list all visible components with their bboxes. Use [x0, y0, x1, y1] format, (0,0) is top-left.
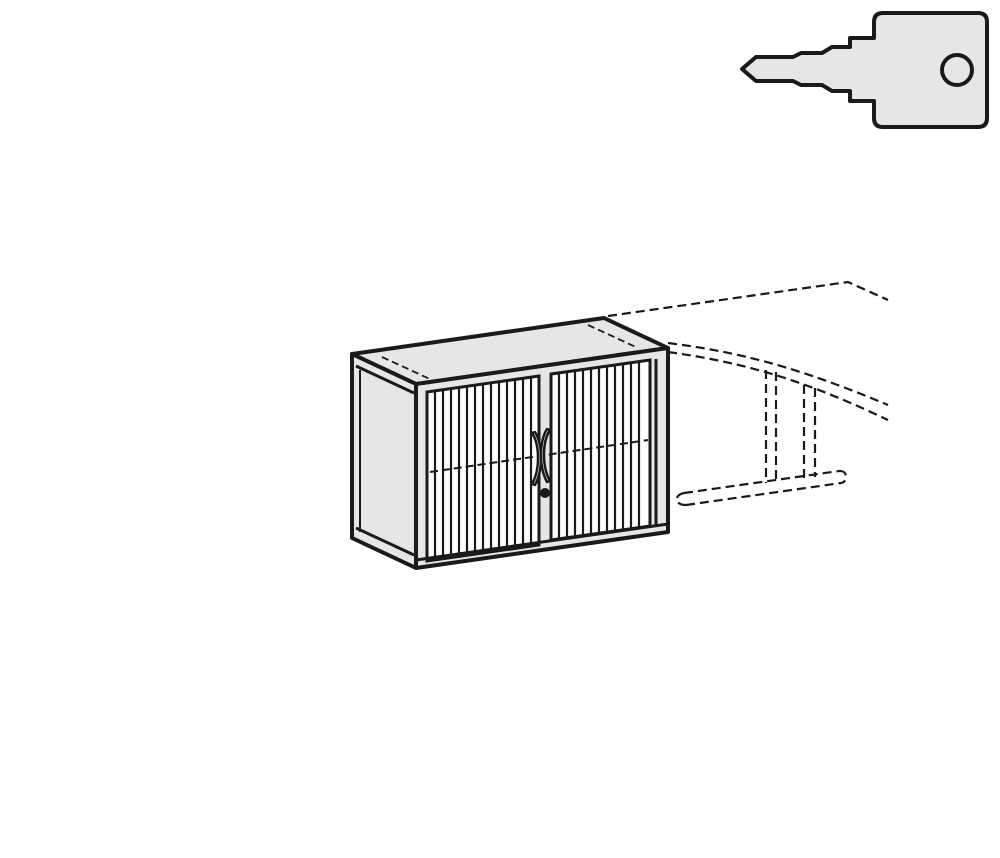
tambour-slats-left — [433, 377, 533, 560]
cabinet-top-dashed — [381, 324, 639, 381]
cabinet-bottom-edge — [415, 522, 669, 562]
key-shape — [740, 11, 989, 129]
desk-outline-dashed — [607, 280, 889, 507]
door-handles — [530, 427, 552, 487]
handle-right — [539, 427, 552, 484]
key-hole — [940, 53, 974, 87]
lock-icon — [540, 488, 550, 498]
cabinet — [350, 316, 670, 570]
side-inner-top — [355, 364, 415, 395]
cabinet-side — [350, 352, 418, 570]
key-icon — [740, 11, 989, 129]
handle-left — [530, 430, 543, 487]
side-inner-bottom — [355, 526, 415, 557]
tambour-door-right — [549, 358, 652, 542]
tambour-slats-right — [557, 362, 641, 539]
